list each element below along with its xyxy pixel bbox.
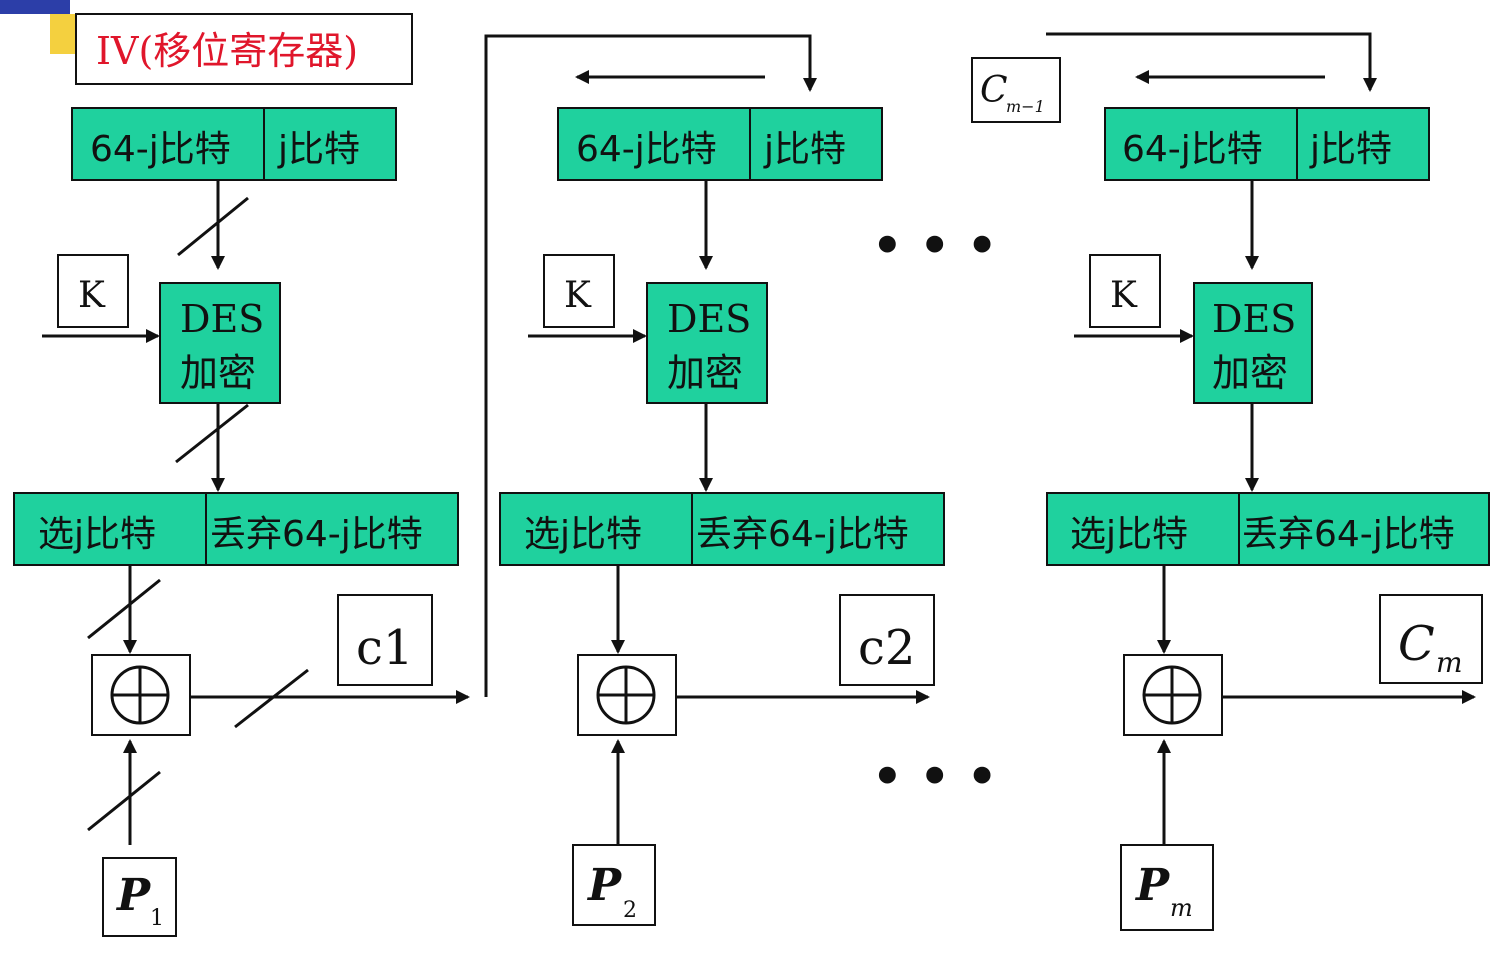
feedback-c1 xyxy=(484,34,817,697)
select-box-m: 选j比特 丢弃64-j比特 xyxy=(1046,492,1490,566)
stage-m: 64-j比特 j比特 K DES 加密 选j比特 丢弃64-j比特 xyxy=(1046,70,1490,931)
bus-slash xyxy=(177,196,249,257)
plaintext-box-1: P 1 xyxy=(102,857,177,937)
encrypt-label: 加密 xyxy=(1212,351,1288,395)
ciphertext-box-c1: c1 xyxy=(337,594,433,686)
cm-label: C xyxy=(1398,616,1435,672)
ciphertext-box-cm: C m xyxy=(1379,594,1483,684)
des-label: DES xyxy=(1212,297,1296,341)
pm-label: P xyxy=(1134,860,1171,911)
c1-label: c1 xyxy=(356,620,413,676)
select-box-2: 选j比特 丢弃64-j比特 xyxy=(499,492,945,566)
select-right-label: 丢弃64-j比特 xyxy=(696,514,909,555)
select-left-label: 选j比特 xyxy=(524,514,642,555)
select-left-label: 选j比特 xyxy=(1070,514,1188,555)
cm1-subscript: m−1 xyxy=(1006,97,1045,116)
stage-1: 64-j比特 j比特 K DES 加密 选j比特 丢弃64-j比特 xyxy=(13,107,470,937)
encrypt-label: 加密 xyxy=(180,351,256,395)
cm1-label: C xyxy=(980,70,1008,111)
key-box-m: K xyxy=(1089,254,1161,328)
p2-subscript: 2 xyxy=(623,898,637,923)
iv-label: IV(移位寄存器) xyxy=(96,29,358,73)
p1-subscript: 1 xyxy=(150,906,164,931)
ellipsis-bottom: • • • xyxy=(872,749,997,805)
key-label: K xyxy=(1110,275,1138,316)
select-right-label: 丢弃64-j比特 xyxy=(1242,514,1455,555)
bus-slash xyxy=(87,770,161,832)
select-box-1: 选j比特 丢弃64-j比特 xyxy=(13,492,459,566)
p2-label: P xyxy=(586,860,623,911)
key-box-2: K xyxy=(543,254,615,328)
shift-register-2: 64-j比特 j比特 xyxy=(557,107,883,181)
bus-slash xyxy=(87,578,161,640)
c2-label: c2 xyxy=(858,620,915,676)
ellipsis-top: • • • xyxy=(872,218,997,274)
shift-right-label: j比特 xyxy=(277,129,360,170)
shift-left-label: 64-j比特 xyxy=(1122,129,1263,170)
bus-slash xyxy=(234,668,309,729)
shift-register-m: 64-j比特 j比特 xyxy=(1104,107,1430,181)
shift-left-label: 64-j比特 xyxy=(576,129,717,170)
shift-right-label: j比特 xyxy=(1309,129,1392,170)
plaintext-box-2: P 2 xyxy=(572,844,656,926)
ciphertext-box-c2: c2 xyxy=(839,594,935,686)
xor-box-2 xyxy=(577,654,677,736)
des-box-m: DES 加密 xyxy=(1193,282,1313,404)
xor-box-1 xyxy=(91,654,191,736)
select-left-label: 选j比特 xyxy=(38,514,156,555)
des-label: DES xyxy=(180,297,264,341)
des-box-1: DES 加密 xyxy=(159,282,281,404)
feedback-cm1 xyxy=(1046,32,1377,92)
bus-slash xyxy=(175,403,249,464)
shift-left-label: 64-j比特 xyxy=(90,129,231,170)
ciphertext-box-cm1: C m−1 xyxy=(971,57,1061,123)
stage-2: 64-j比特 j比特 K DES 加密 选j比特 丢弃64-j比特 xyxy=(499,70,945,926)
key-label: K xyxy=(78,275,106,316)
pm-subscript: m xyxy=(1170,894,1193,922)
key-box-1: K xyxy=(57,254,129,328)
des-box-2: DES 加密 xyxy=(646,282,768,404)
p1-label: P xyxy=(115,870,152,921)
encrypt-label: 加密 xyxy=(667,351,743,395)
cm-subscript: m xyxy=(1436,646,1463,679)
shift-register-1: 64-j比特 j比特 xyxy=(71,107,397,181)
key-label: K xyxy=(564,275,592,316)
iv-label-box: IV(移位寄存器) xyxy=(75,13,413,85)
select-right-label: 丢弃64-j比特 xyxy=(210,514,423,555)
des-label: DES xyxy=(667,297,751,341)
xor-box-m xyxy=(1123,654,1223,736)
plaintext-box-m: P m xyxy=(1120,844,1214,931)
slide-corner-decoration xyxy=(0,0,86,54)
shift-right-label: j比特 xyxy=(763,129,846,170)
